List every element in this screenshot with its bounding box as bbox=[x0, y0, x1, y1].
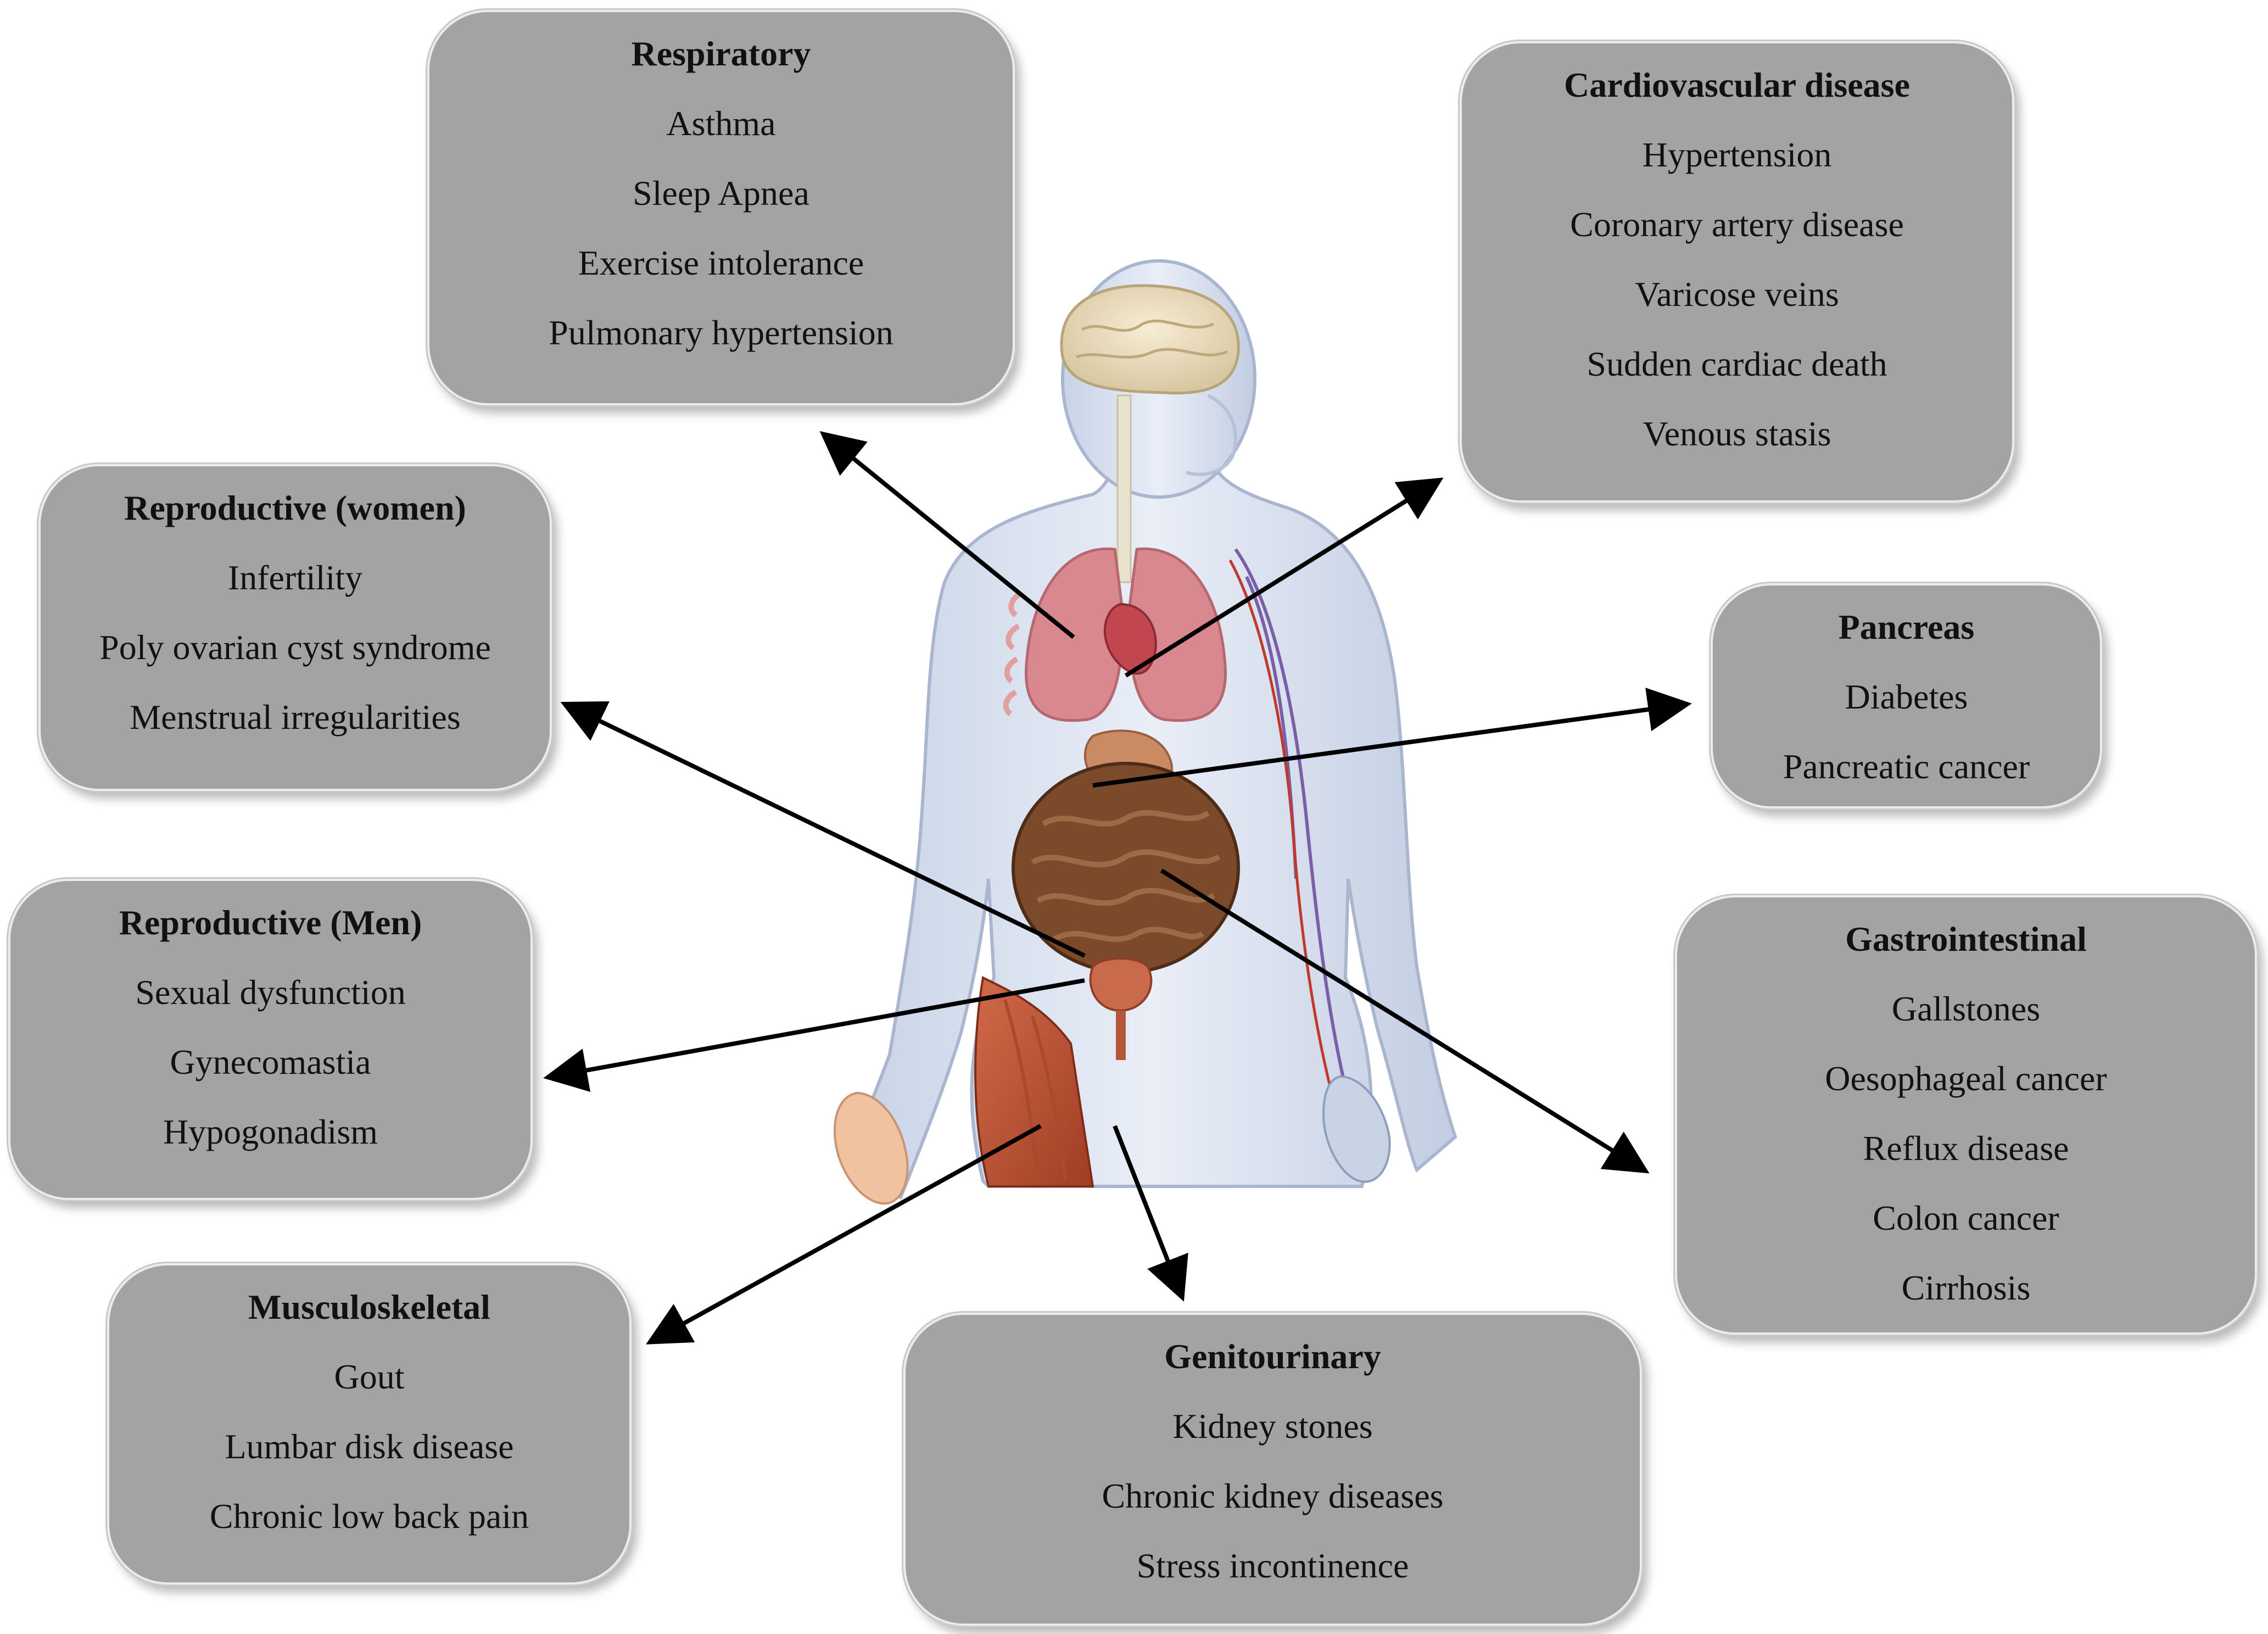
arrow-musculoskeletal bbox=[645, 1124, 1042, 1345]
list-item: Menstrual irregularities bbox=[130, 698, 461, 737]
box-title: Reproductive (women) bbox=[124, 488, 466, 527]
list-item: Sleep Apnea bbox=[633, 174, 809, 213]
condition-list: Diabetes Pancreatic cancer bbox=[1713, 677, 2100, 787]
arrow-genitourinary bbox=[1113, 1125, 1188, 1302]
spine bbox=[1116, 394, 1132, 583]
right-lung bbox=[1127, 547, 1227, 722]
arrow-respiratory bbox=[819, 431, 1075, 639]
genitourinary-box: Genitourinary Kidney stones Chronic kidn… bbox=[903, 1313, 1642, 1626]
list-item: Oesophageal cancer bbox=[1825, 1059, 2107, 1098]
list-item: Hypogonadism bbox=[163, 1112, 378, 1151]
list-item: Gout bbox=[334, 1357, 405, 1396]
list-item: Chronic kidney diseases bbox=[1102, 1476, 1444, 1515]
list-item: Sexual dysfunction bbox=[135, 973, 406, 1012]
list-item: Colon cancer bbox=[1873, 1198, 2059, 1237]
list-item: Kidney stones bbox=[1172, 1407, 1373, 1446]
reproductive-men-box: Reproductive (Men) Sexual dysfunction Gy… bbox=[8, 879, 533, 1200]
list-item: Pulmonary hypertension bbox=[549, 313, 893, 352]
list-item: Diabetes bbox=[1845, 677, 1968, 716]
box-title: Gastrointestinal bbox=[1845, 919, 2087, 958]
box-title: Cardiovascular disease bbox=[1564, 65, 1910, 104]
arrow-reproductive-women bbox=[560, 701, 1086, 958]
condition-list: Gallstones Oesophageal cancer Reflux dis… bbox=[1677, 989, 2255, 1308]
brain bbox=[1060, 284, 1240, 395]
list-item: Sudden cardiac death bbox=[1587, 344, 1887, 383]
arrow-cardiovascular bbox=[1124, 477, 1444, 678]
list-item: Asthma bbox=[666, 104, 776, 143]
condition-list: Gout Lumbar disk disease Chronic low bac… bbox=[109, 1357, 629, 1536]
left-hand bbox=[833, 1091, 909, 1205]
musculoskeletal-box: Musculoskeletal Gout Lumbar disk disease… bbox=[107, 1263, 632, 1585]
respiratory-box: Respiratory Asthma Sleep Apnea Exercise … bbox=[427, 10, 1015, 405]
human-anatomy-figure bbox=[833, 259, 1457, 1205]
list-item: Venous stasis bbox=[1643, 414, 1831, 453]
list-item: Poly ovarian cyst syndrome bbox=[99, 628, 491, 667]
list-item: Chronic low back pain bbox=[209, 1497, 529, 1536]
list-item: Hypertension bbox=[1642, 135, 1832, 174]
arrows bbox=[543, 431, 1692, 1345]
list-item: Varicose veins bbox=[1635, 275, 1839, 314]
list-item: Pancreatic cancer bbox=[1783, 747, 2030, 786]
list-item: Exercise intolerance bbox=[578, 243, 864, 282]
heart bbox=[1103, 603, 1157, 675]
list-item: Lumbar disk disease bbox=[225, 1427, 514, 1466]
left-lung bbox=[1025, 547, 1125, 722]
condition-list: Sexual dysfunction Gynecomastia Hypogona… bbox=[10, 973, 530, 1152]
arrow-reproductive-men bbox=[543, 978, 1085, 1092]
arrow-gastrointestinal bbox=[1160, 868, 1650, 1174]
pancreas-box: Pancreas Diabetes Pancreatic cancer bbox=[1711, 583, 2102, 808]
list-item: Gallstones bbox=[1891, 989, 2041, 1028]
list-item: Reflux disease bbox=[1863, 1129, 2069, 1168]
box-title: Reproductive (Men) bbox=[119, 903, 422, 942]
list-item: Gynecomastia bbox=[170, 1042, 371, 1081]
reproductive-women-box: Reproductive (women) Infertility Poly ov… bbox=[38, 464, 552, 791]
arrow-pancreas bbox=[1092, 688, 1692, 788]
bladder bbox=[1089, 957, 1153, 1012]
condition-list: Kidney stones Chronic kidney diseases St… bbox=[906, 1407, 1640, 1586]
list-item: Coronary artery disease bbox=[1570, 205, 1904, 244]
list-item: Cirrhosis bbox=[1901, 1268, 2031, 1307]
condition-list: Hypertension Coronary artery disease Var… bbox=[1462, 135, 2012, 454]
list-item: Infertility bbox=[227, 558, 363, 597]
right-hand bbox=[1322, 1075, 1391, 1183]
box-title: Musculoskeletal bbox=[248, 1287, 490, 1326]
list-item: Stress incontinence bbox=[1136, 1546, 1409, 1585]
box-title: Genitourinary bbox=[1164, 1337, 1381, 1376]
cardiovascular-box: Cardiovascular disease Hypertension Coro… bbox=[1460, 41, 2014, 503]
gastrointestinal-box: Gastrointestinal Gallstones Oesophageal … bbox=[1675, 895, 2257, 1335]
box-title: Respiratory bbox=[631, 34, 811, 73]
box-title: Pancreas bbox=[1838, 607, 1975, 646]
condition-list: Infertility Poly ovarian cyst syndrome M… bbox=[41, 558, 550, 737]
condition-list: Asthma Sleep Apnea Exercise intolerance … bbox=[429, 104, 1013, 353]
